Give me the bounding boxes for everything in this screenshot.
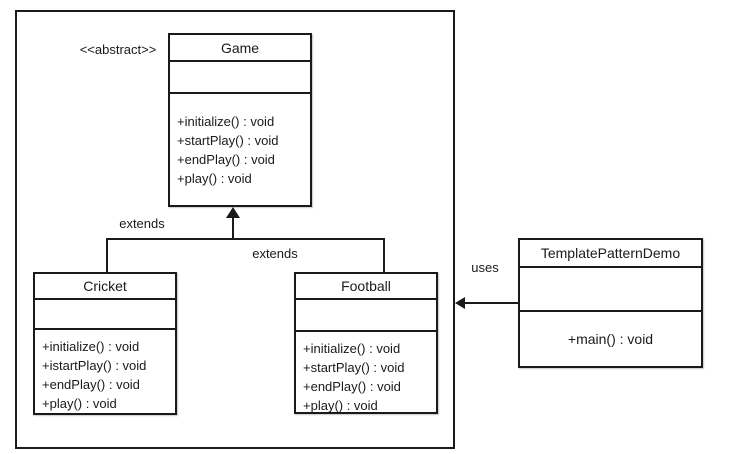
method-line: +initialize() : void [177, 114, 275, 129]
method-line: +startPlay() : void [177, 133, 279, 148]
class-name-templatepatterndemo: TemplatePatternDemo [520, 240, 701, 268]
inheritance-connector-football [383, 240, 385, 272]
method-line: +main() : void [567, 330, 654, 347]
class-box-cricket: Cricket +initialize() : void +istartPlay… [33, 272, 177, 415]
diagram-boundary-box [15, 10, 455, 449]
method-line: +play() : void [177, 171, 252, 186]
class-attributes-cricket [35, 300, 175, 330]
class-operations-football: +initialize() : void +startPlay() : void… [296, 332, 436, 415]
uses-arrowhead-icon [455, 297, 465, 309]
method-line: +initialize() : void [42, 339, 140, 354]
class-name-cricket: Cricket [35, 274, 175, 300]
extends-label-right: extends [252, 246, 298, 261]
method-line: +play() : void [42, 396, 117, 411]
uses-connector [464, 302, 518, 304]
class-name-football: Football [296, 274, 436, 300]
class-attributes-game [170, 62, 310, 94]
class-name-game: Game [170, 35, 310, 62]
class-operations-templatepatterndemo: +main() : void [520, 312, 701, 366]
class-box-templatepatterndemo: TemplatePatternDemo +main() : void [518, 238, 703, 368]
uses-label: uses [471, 260, 499, 275]
method-line: +istartPlay() : void [42, 358, 147, 373]
method-line: +endPlay() : void [303, 379, 401, 394]
class-box-football: Football +initialize() : void +startPlay… [294, 272, 438, 414]
method-line: +endPlay() : void [42, 377, 140, 392]
inheritance-connector-game [232, 216, 234, 240]
extends-label-left: extends [119, 216, 165, 231]
method-line: +startPlay() : void [303, 360, 405, 375]
stereotype-abstract-label: <<abstract>> [79, 42, 157, 57]
method-line: +initialize() : void [303, 341, 401, 356]
method-line: +endPlay() : void [177, 152, 275, 167]
inheritance-arrowhead-icon [226, 207, 240, 218]
class-box-game: Game +initialize() : void +startPlay() :… [168, 33, 312, 207]
method-line: +play() : void [303, 398, 378, 413]
class-operations-game: +initialize() : void +startPlay() : void… [170, 94, 310, 205]
class-attributes-football [296, 300, 436, 332]
inheritance-connector-cricket [106, 240, 108, 272]
class-operations-cricket: +initialize() : void +istartPlay() : voi… [35, 330, 175, 413]
class-attributes-templatepatterndemo [520, 268, 701, 312]
inheritance-connector-horizontal [106, 238, 385, 240]
